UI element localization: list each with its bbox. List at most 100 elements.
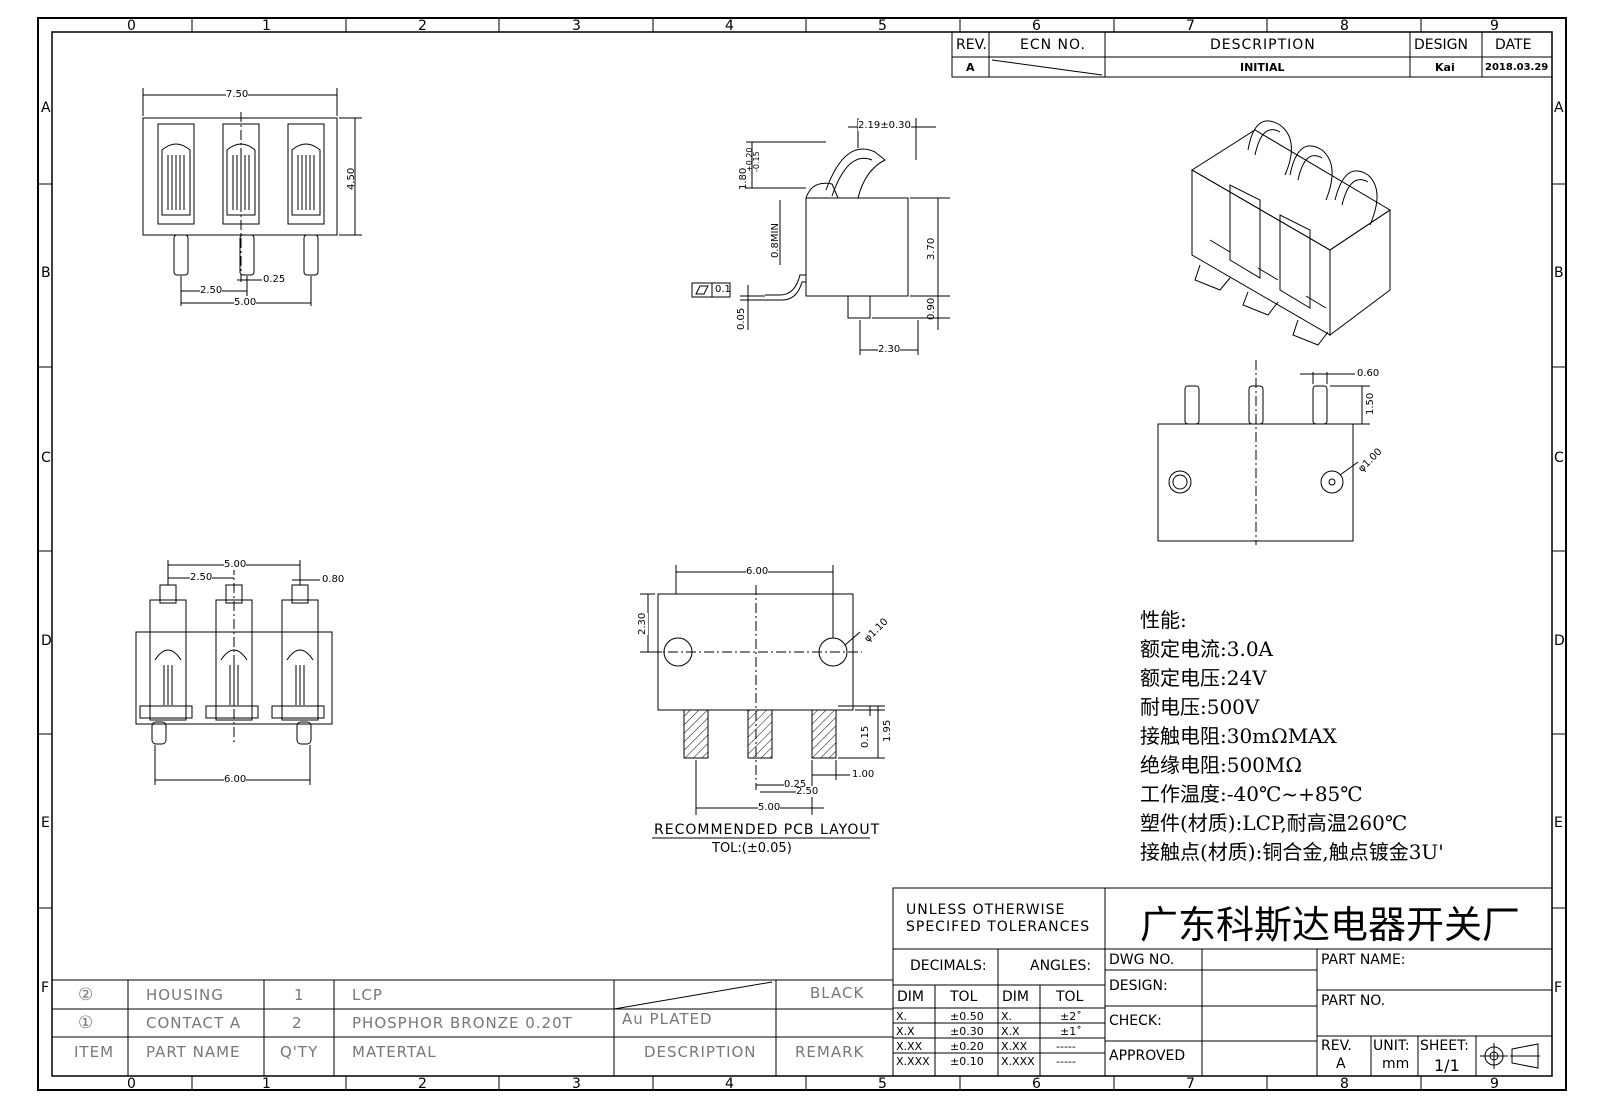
decimals-label: DECIMALS: [910,958,987,974]
ang-row-1-dim: X.X [1001,1025,1020,1038]
row-label-b: B [41,265,51,281]
tolerance-note-2: SPECIFED TOLERANCES [906,919,1091,935]
row-label-a-right: A [1554,100,1564,116]
dim-front-width: 6.00 [224,774,247,785]
design-value: Kai [1435,61,1455,74]
approved-label: APPROVED [1109,1048,1186,1064]
col-label-1: 1 [262,18,271,34]
ang-row-0-tol: ±2˚ [1060,1010,1082,1023]
dim-top-height: 4.50 [346,167,357,190]
row-label-d: D [41,633,52,649]
rev-value-title: A [1336,1056,1346,1072]
dim-header-left: DIM [897,989,924,1005]
row-label-b-right: B [1554,265,1564,281]
bom-header-material: MATERTAL [352,1043,437,1061]
dim-back-pin-width: 0.60 [1357,368,1380,379]
bom-part-name-2: HOUSING [146,986,224,1004]
bom-description-1: Au PLATED [622,1010,713,1028]
dec-row-2-tol: ±0.20 [950,1040,984,1053]
dim-pcb-span: 5.00 [758,802,781,813]
rev-header: REV. [956,37,987,53]
dim-side-top: 2.19±0.30 [858,120,911,131]
side-view [692,118,950,355]
dim-front-span: 5.00 [224,559,247,570]
company-name: 广东科斯达电器开关厂 [1140,903,1521,947]
dim-pcb-height: 2.30 [637,612,648,635]
dec-row-3-tol: ±0.10 [950,1055,984,1068]
dim-pcb-gap: 0.15 [860,725,871,748]
dim-pcb-offset: 0.25 [784,779,807,790]
pcb-layout-title: RECOMMENDED PCB LAYOUT [654,822,881,838]
spec-line-7: 塑件(材质):LCP,耐高温260℃ [1140,811,1408,835]
bom-header-description: DESCRIPTION [644,1043,757,1061]
ang-row-3-dim: X.XXX [1001,1055,1035,1068]
row-label-c-right: C [1554,450,1564,466]
dec-row-2-dim: X.XX [896,1040,923,1053]
dwg-no-label: DWG NO. [1109,952,1175,968]
spec-line-0: 性能: [1140,608,1187,632]
design-label: DESIGN: [1109,978,1168,994]
dim-side-post: 0.90 [926,297,937,320]
inner-frame [52,32,1552,1076]
dim-pcb-pad-width: 1.00 [852,769,875,780]
part-name-label: PART NAME: [1321,952,1406,968]
top-view [143,88,362,306]
unit-value: mm [1382,1056,1410,1072]
pcb-layout [640,565,885,838]
row-label-f-right: F [1554,980,1563,996]
col-label-5-bottom: 5 [878,1076,887,1092]
bom-header-item: ITEM [74,1043,115,1061]
col-label-4-bottom: 4 [725,1076,734,1092]
col-label-4: 4 [725,18,734,34]
col-label-3: 3 [572,18,581,34]
spec-line-5: 绝缘电阻:500MΩ [1140,753,1302,777]
revision-block-lines [952,32,1552,77]
bom-table-lines [52,980,893,1076]
bom-header-remark: REMARK [795,1043,865,1061]
col-label-0-bottom: 0 [127,1076,136,1092]
dec-row-1-tol: ±0.30 [950,1025,984,1038]
tolerance-note-1: UNLESS OTHERWISE [906,902,1066,918]
tol-header-left: TOL [950,989,978,1005]
dec-row-1-dim: X.X [896,1025,915,1038]
dim-top-pitch: 2.50 [200,285,223,296]
spec-line-1: 额定电流:3.0A [1140,637,1273,661]
bom-header-qty: Q'TY [280,1043,319,1061]
row-label-c: C [41,450,51,466]
zone-ticks [38,18,1566,1090]
dim-side-body: 3.70 [926,237,937,260]
bom-part-name-1: CONTACT A [146,1014,242,1032]
spec-line-4: 接触电阻:30mΩMAX [1140,724,1337,748]
bom-header-part-name: PART NAME [146,1043,241,1061]
row-label-e-right: E [1554,815,1563,831]
bom-qty-2: 1 [294,986,305,1004]
bom-item-2: ② [78,985,95,1005]
isometric-view [1192,121,1390,345]
dim-top-width: 7.50 [226,89,249,100]
col-label-0: 0 [127,18,136,34]
col-label-6-bottom: 6 [1032,1076,1041,1092]
spec-line-2: 额定电压:24V [1140,666,1267,690]
dec-row-0-dim: X. [896,1010,908,1023]
sheet-label: SHEET: [1420,1038,1469,1054]
bom-qty-1: 2 [292,1014,303,1032]
col-label-2: 2 [418,18,427,34]
date-header: DATE [1495,37,1532,53]
row-label-a: A [41,100,51,116]
rev-label: REV. [1321,1038,1352,1054]
dim-side-base: 0.05 [736,307,747,330]
dim-back-pin-length: 1.50 [1365,392,1376,415]
description-value: INITIAL [1240,61,1285,74]
dim-side-clearance: 0.8MIN [770,223,781,258]
ang-row-2-dim: X.XX [1001,1040,1028,1053]
ang-row-0-dim: X. [1001,1010,1013,1023]
tol-header-right: TOL [1056,989,1084,1005]
ang-row-3-tol: ----- [1056,1055,1076,1068]
dec-row-3-dim: X.XXX [896,1055,930,1068]
bom-item-1: ① [78,1013,95,1033]
check-label: CHECK: [1109,1013,1162,1029]
dim-front-pitch: 2.50 [190,572,213,583]
dim-side-post-offset: 2.30 [878,344,901,355]
bom-material-1: PHOSPHOR BRONZE 0.20T [352,1014,573,1032]
title-block-lines [893,888,1552,1076]
